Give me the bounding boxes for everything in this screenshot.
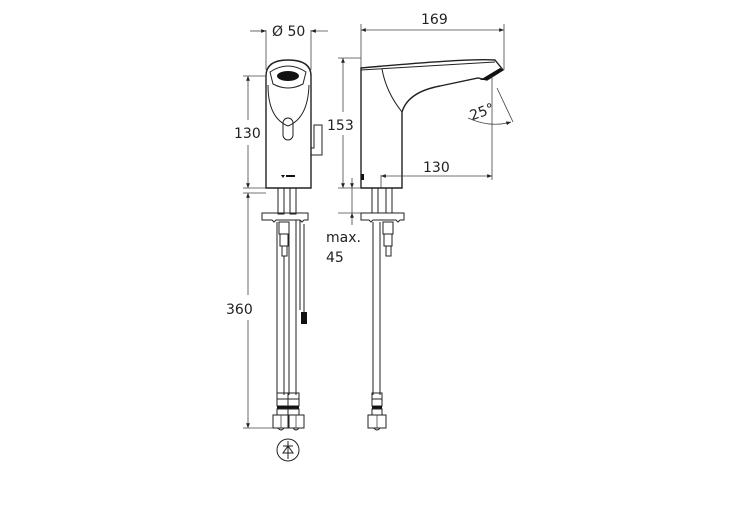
hose-length-label: 360 bbox=[226, 302, 253, 318]
diameter-label: Ø 50 bbox=[272, 24, 305, 40]
angle-dimension: 25° bbox=[468, 87, 514, 126]
max-value-label: 45 bbox=[326, 250, 344, 266]
spout-length-label: 169 bbox=[421, 12, 448, 28]
total-height-dimension: 153 bbox=[327, 57, 361, 189]
hose-length-dimension: 360 bbox=[226, 192, 273, 429]
total-height-label: 153 bbox=[327, 118, 354, 134]
sensor-window bbox=[282, 117, 294, 141]
angle-label: 25° bbox=[468, 101, 497, 125]
body-height-dimension: 130 bbox=[234, 75, 266, 189]
front-view: Ø 50 130 bbox=[226, 24, 328, 462]
spout-projection-label: 130 bbox=[423, 160, 450, 176]
spout-projection-dimension: 130 bbox=[380, 76, 493, 188]
mounting-plate-front bbox=[261, 212, 309, 223]
max-label: max. bbox=[326, 230, 361, 246]
counter-thickness-dimension: max. 45 bbox=[326, 178, 361, 266]
spout-length-dimension: 169 bbox=[360, 12, 505, 70]
body-height-label: 130 bbox=[234, 126, 261, 142]
diameter-dimension: Ø 50 bbox=[250, 24, 328, 70]
tap-body-front bbox=[265, 59, 312, 189]
mounting-plate-side bbox=[360, 212, 405, 223]
side-view: 169 153 130 25° bbox=[326, 12, 514, 431]
electronic-symbol-icon bbox=[276, 438, 300, 462]
